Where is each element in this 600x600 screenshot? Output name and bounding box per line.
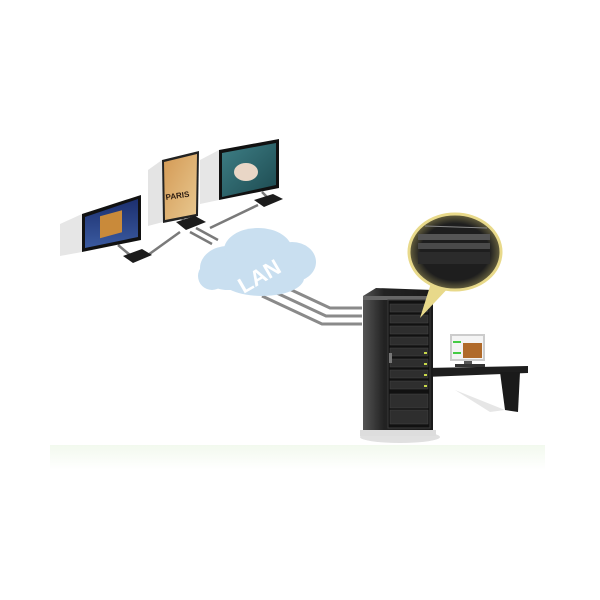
display-photo xyxy=(200,139,279,204)
poster-text: PARIS xyxy=(165,190,191,202)
display-arc-de-triomphe xyxy=(60,195,141,256)
rack-detail-callout xyxy=(407,212,503,318)
display-paris-poster: PARIS xyxy=(148,151,199,226)
workstation-monitor xyxy=(450,334,485,367)
media-player-right xyxy=(254,194,283,207)
server-rack xyxy=(360,288,440,443)
media-player-middle xyxy=(176,216,206,230)
media-player-left xyxy=(123,249,152,263)
floor-glow xyxy=(50,445,545,470)
lan-cloud xyxy=(198,228,316,296)
workstation-desk xyxy=(425,366,528,412)
